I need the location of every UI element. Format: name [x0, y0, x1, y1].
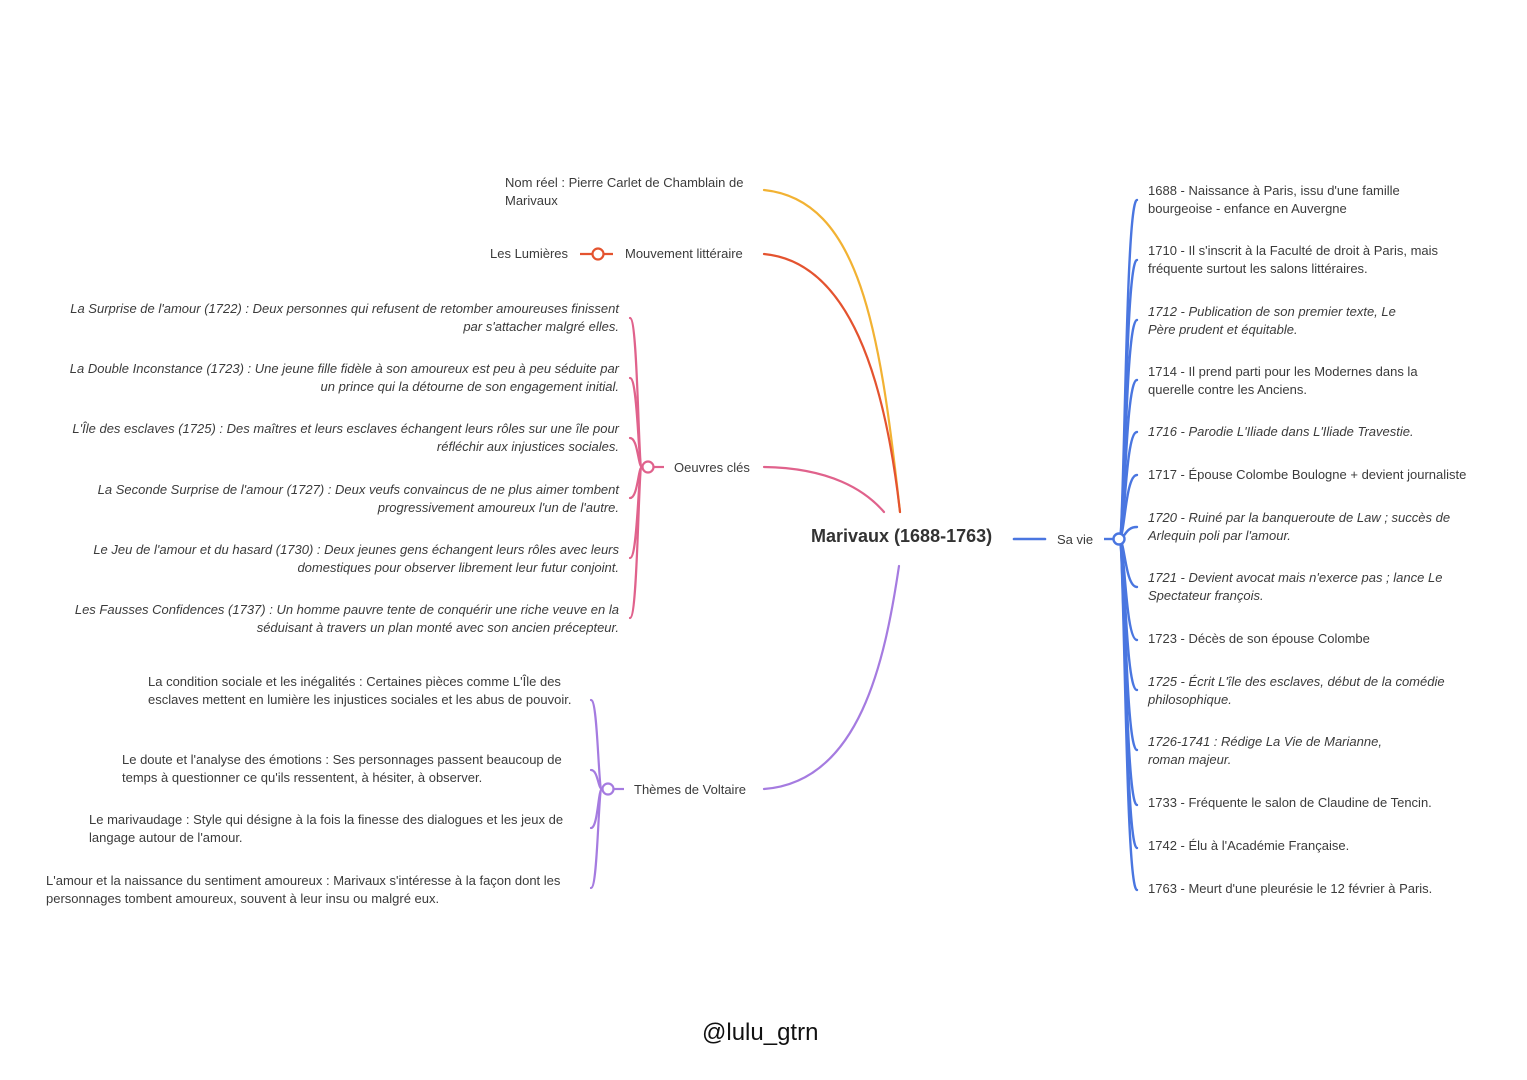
topic-themes: Thèmes de Voltaire	[634, 782, 747, 797]
vie-item: 1688 - Naissance à Paris, issu d'une fam…	[1148, 183, 1400, 216]
node-sa-vie-junction	[1112, 532, 1126, 546]
vie-item: 1721 - Devient avocat mais n'exerce pas …	[1148, 570, 1443, 603]
theme-item: L'amour et la naissance du sentiment amo…	[46, 873, 561, 906]
oeuvre-item: La Surprise de l'amour (1722) : Deux per…	[70, 301, 619, 334]
vie-item: 1726-1741 : Rédige La Vie de Marianne, r…	[1148, 734, 1382, 767]
vie-item: 1733 - Fréquente le salon de Claudine de…	[1148, 795, 1432, 810]
node-oeuvres-junction	[641, 460, 655, 474]
bracket-sa-vie	[1117, 198, 1139, 892]
vie-item: 1742 - Élu à l'Académie Française.	[1148, 838, 1350, 853]
bracket-curve	[1117, 537, 1139, 892]
oeuvre-item: Le Jeu de l'amour et du hasard (1730) : …	[93, 542, 619, 575]
theme-item: Le doute et l'analyse des émotions : Ses…	[122, 752, 562, 785]
vie-item: 1763 - Meurt d'une pleurésie le 12 févri…	[1148, 881, 1433, 896]
bracket-curve	[589, 787, 604, 890]
vie-item: 1725 - Écrit L'île des esclaves, début d…	[1148, 674, 1445, 707]
topic-sa-vie: Sa vie	[1057, 532, 1094, 547]
bracket-themes	[589, 698, 604, 890]
branch-nom-reel	[762, 188, 902, 514]
vie-item: 1710 - Il s'inscrit à la Faculté de droi…	[1148, 243, 1439, 276]
bracket-oeuvres	[628, 316, 644, 620]
vie-item: 1717 - Épouse Colombe Boulogne + devient…	[1148, 467, 1467, 482]
oeuvre-item: La Double Inconstance (1723) : Une jeune…	[69, 361, 619, 394]
oeuvre-item: La Seconde Surprise de l'amour (1727) : …	[97, 482, 619, 515]
branch-themes	[762, 564, 901, 791]
oeuvre-item: L'Île des esclaves (1725) : Des maîtres …	[72, 421, 619, 454]
node-mouvement-junction	[591, 247, 605, 261]
vie-item: 1714 - Il prend parti pour les Modernes …	[1148, 364, 1418, 397]
central-topic: Marivaux (1688-1763)	[811, 526, 993, 546]
author-handle: @lulu_gtrn	[702, 1019, 819, 1046]
branch-mouvement	[762, 252, 902, 514]
theme-item: Le marivaudage : Style qui désigne à la …	[89, 812, 564, 845]
vie-item: 1716 - Parodie L'Iliade dans L'Iliade Tr…	[1148, 424, 1414, 439]
bracket-curve	[628, 376, 644, 469]
node-themes-junction	[601, 782, 615, 796]
topic-lumieres: Les Lumières	[490, 246, 569, 261]
topic-oeuvres: Oeuvres clés	[674, 460, 750, 475]
branch-oeuvres	[762, 465, 886, 514]
topic-nom-reel: Nom réel : Pierre Carlet de Chamblain de…	[505, 175, 744, 208]
oeuvre-item: Les Fausses Confidences (1737) : Un homm…	[74, 602, 619, 635]
vie-item: 1712 - Publication de son premier texte,…	[1148, 304, 1396, 337]
vie-item: 1720 - Ruiné par la banqueroute de Law ;…	[1148, 510, 1451, 543]
bracket-curve	[628, 465, 644, 620]
topic-mouvement: Mouvement littéraire	[625, 246, 743, 261]
theme-item: La condition sociale et les inégalités :…	[148, 674, 572, 707]
vie-item: 1723 - Décès de son épouse Colombe	[1148, 631, 1370, 646]
